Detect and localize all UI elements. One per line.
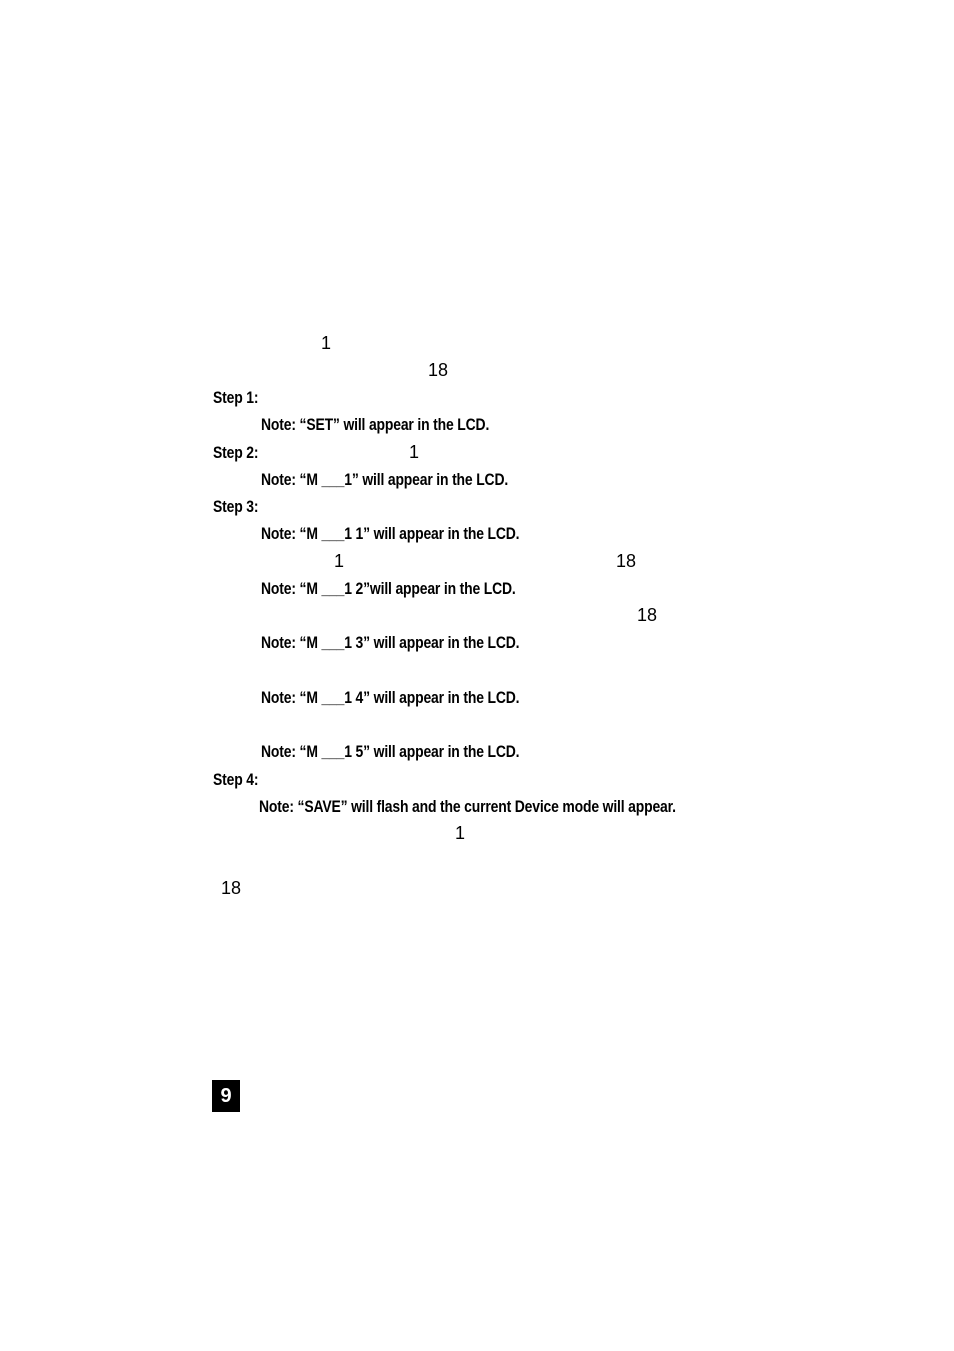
fragment-number: 1: [321, 333, 332, 353]
fragment-number: 18: [221, 878, 242, 898]
step-2-heading: Step 2:: [213, 443, 259, 462]
note-m1-1: Note: “M ___1 1” will appear in the LCD.: [261, 524, 520, 543]
step-1-heading: Step 1:: [213, 388, 259, 407]
fragment-number: 1: [455, 823, 466, 843]
note-set: Note: “SET” will appear in the LCD.: [261, 415, 490, 434]
step-3-heading: Step 3:: [213, 497, 259, 516]
note-save: Note: “SAVE” will flash and the current …: [259, 797, 676, 816]
fragment-number: 1: [409, 442, 420, 462]
note-m1-2: Note: “M ___1 2”will appear in the LCD.: [261, 579, 516, 598]
note-m1-4: Note: “M ___1 4” will appear in the LCD.: [261, 688, 520, 707]
note-m1: Note: “M ___1” will appear in the LCD.: [261, 470, 509, 489]
fragment-number: 18: [428, 360, 449, 380]
fragment-number: 1: [334, 551, 345, 571]
page-number-badge: 9: [212, 1080, 240, 1112]
fragment-number: 18: [616, 551, 637, 571]
note-m1-5: Note: “M ___1 5” will appear in the LCD.: [261, 742, 520, 761]
fragment-number: 18: [637, 605, 658, 625]
note-m1-3: Note: “M ___1 3” will appear in the LCD.: [261, 633, 520, 652]
step-4-heading: Step 4:: [213, 770, 259, 789]
